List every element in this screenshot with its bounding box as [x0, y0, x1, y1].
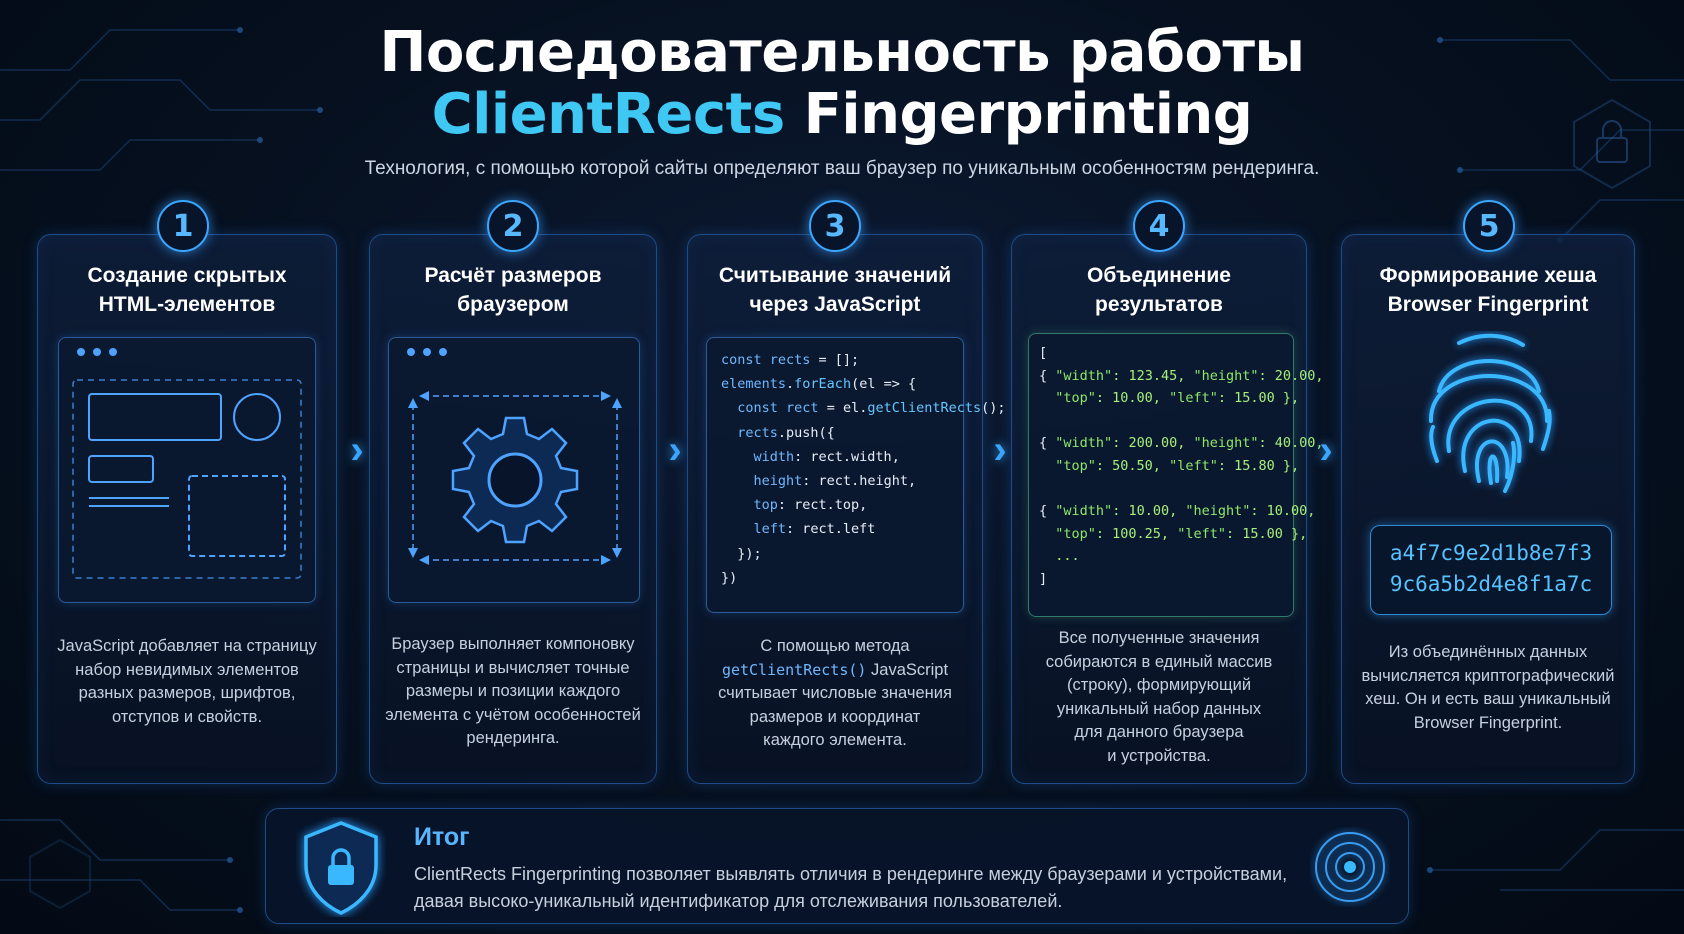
json-panel: [ { "width": 123.45, "height": 20.00, "t…: [1028, 333, 1324, 617]
browser-window-illustration: [58, 337, 316, 603]
page-title-line2: ClientRects Fingerprinting: [0, 82, 1684, 148]
step-description: Браузер выполняет компоновку страницы и …: [385, 635, 641, 747]
layout-calculation-illustration: [388, 337, 640, 603]
title-rest: Fingerprinting: [784, 82, 1253, 147]
step-title: Формирование хеша Browser Fingerprint: [1379, 264, 1597, 316]
step-card-2: Расчёт размеров браузером: [369, 234, 657, 784]
window-dots: [77, 348, 117, 356]
step-title: Расчёт размеров браузером: [424, 264, 602, 316]
step-title: Объединение результатов: [1087, 264, 1231, 316]
hash-box: a4f7c9e2d1b8e7f3 9c6a5b2d4e8f1a7c: [1370, 525, 1612, 615]
window-dots: [407, 348, 447, 356]
hash-line-2: 9c6a5b2d4e8f1a7c: [1389, 572, 1593, 596]
summary-text: ClientRects Fingerprinting позволяет выя…: [414, 864, 1288, 911]
shield-lock-icon: [304, 821, 378, 915]
target-icon: [1315, 832, 1385, 902]
method-name: getClientRects(): [721, 660, 867, 679]
gear-icon: [451, 416, 579, 544]
chevron-right-icon: ›: [350, 428, 364, 472]
title-accent: ClientRects: [431, 82, 786, 147]
step-title: Считывание значений через JavaScript: [718, 264, 952, 316]
step-description-post: JavaScript считывает числовые значения р…: [718, 660, 952, 750]
chevron-right-icon: ›: [1319, 428, 1333, 472]
summary-title: Итог: [414, 823, 470, 851]
hidden-elements-icon: [72, 379, 302, 579]
step-description: Все полученные значения собираются в еди…: [1045, 629, 1273, 765]
step-number-badge-5: 5: [1463, 200, 1515, 252]
step-description-pre: С помощью метода: [760, 637, 910, 655]
step-title: Создание скрытых HTML-элементов: [87, 264, 287, 316]
step-description: JavaScript добавляет на страницу набор н…: [57, 637, 317, 726]
step-number-badge-3: 3: [809, 200, 861, 252]
step-card-4: Объединение результатов [ { "width": 123…: [1011, 234, 1324, 784]
summary-box: Итог ClientRects Fingerprinting позволяе…: [265, 808, 1409, 924]
step-card-3: Считывание значений через JavaScript con…: [687, 234, 1006, 784]
step-number-badge-2: 2: [487, 200, 539, 252]
step-card-1: Создание скрытых HTML-элементов JavaScri…: [37, 234, 337, 784]
step-description: С помощью метода getClientRects() JavaSc…: [702, 635, 968, 753]
code-panel: const rects = []; elements.forEach(el =>…: [706, 337, 1006, 613]
step-description: Из объединённых данных вычисляется крипт…: [1361, 643, 1615, 732]
page-subtitle: Технология, с помощью которой сайты опре…: [364, 158, 1320, 179]
chevron-right-icon: ›: [993, 428, 1007, 472]
fingerprint-icon: [1428, 333, 1552, 493]
page-title: Последовательность работы: [379, 20, 1305, 85]
step-number-badge-1: 1: [157, 200, 209, 252]
hash-line-1: a4f7c9e2d1b8e7f3: [1389, 541, 1593, 565]
chevron-right-icon: ›: [668, 428, 682, 472]
step-number-badge-4: 4: [1133, 200, 1185, 252]
json-array: [ { "width": 123.45, "height": 20.00, "t…: [1039, 345, 1324, 587]
step-card-5: Формирование хеша Browser Fingerprint a4…: [1341, 234, 1635, 784]
code-snippet: const rects = []; elements.forEach(el =>…: [721, 352, 1006, 586]
